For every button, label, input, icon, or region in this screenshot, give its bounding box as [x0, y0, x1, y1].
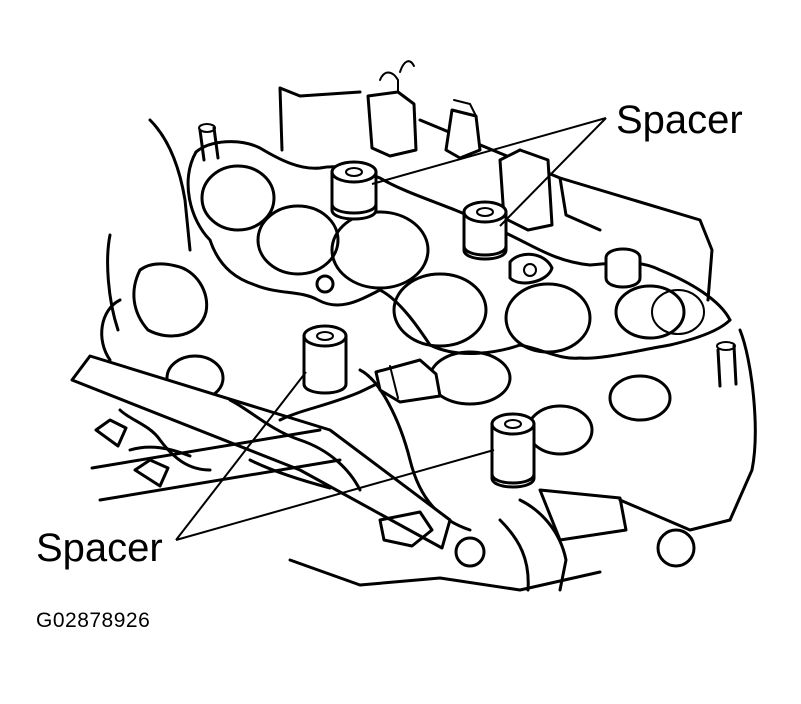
wiring-harness — [70, 262, 568, 592]
manifold-flange — [186, 123, 738, 388]
leader-lines-top — [371, 117, 607, 227]
spacer-4 — [490, 412, 536, 489]
lower-body — [165, 350, 696, 568]
port-1 — [200, 164, 276, 232]
figure-id: G02878926 — [36, 609, 151, 632]
upper-connector-right — [444, 99, 482, 160]
upper-connector-left — [366, 60, 418, 158]
port-5 — [504, 282, 592, 354]
spacer-callout-top: Spacer — [616, 98, 743, 142]
spacer-callout-bottom: Spacer — [36, 526, 163, 570]
spacer-3 — [302, 324, 348, 395]
spacer-1 — [330, 160, 378, 221]
port-6 — [614, 284, 686, 340]
spacer-2 — [462, 200, 508, 261]
port-2 — [256, 204, 340, 276]
leader-lines-bottom — [175, 371, 495, 541]
port-3 — [330, 210, 430, 290]
port-4 — [392, 272, 488, 348]
